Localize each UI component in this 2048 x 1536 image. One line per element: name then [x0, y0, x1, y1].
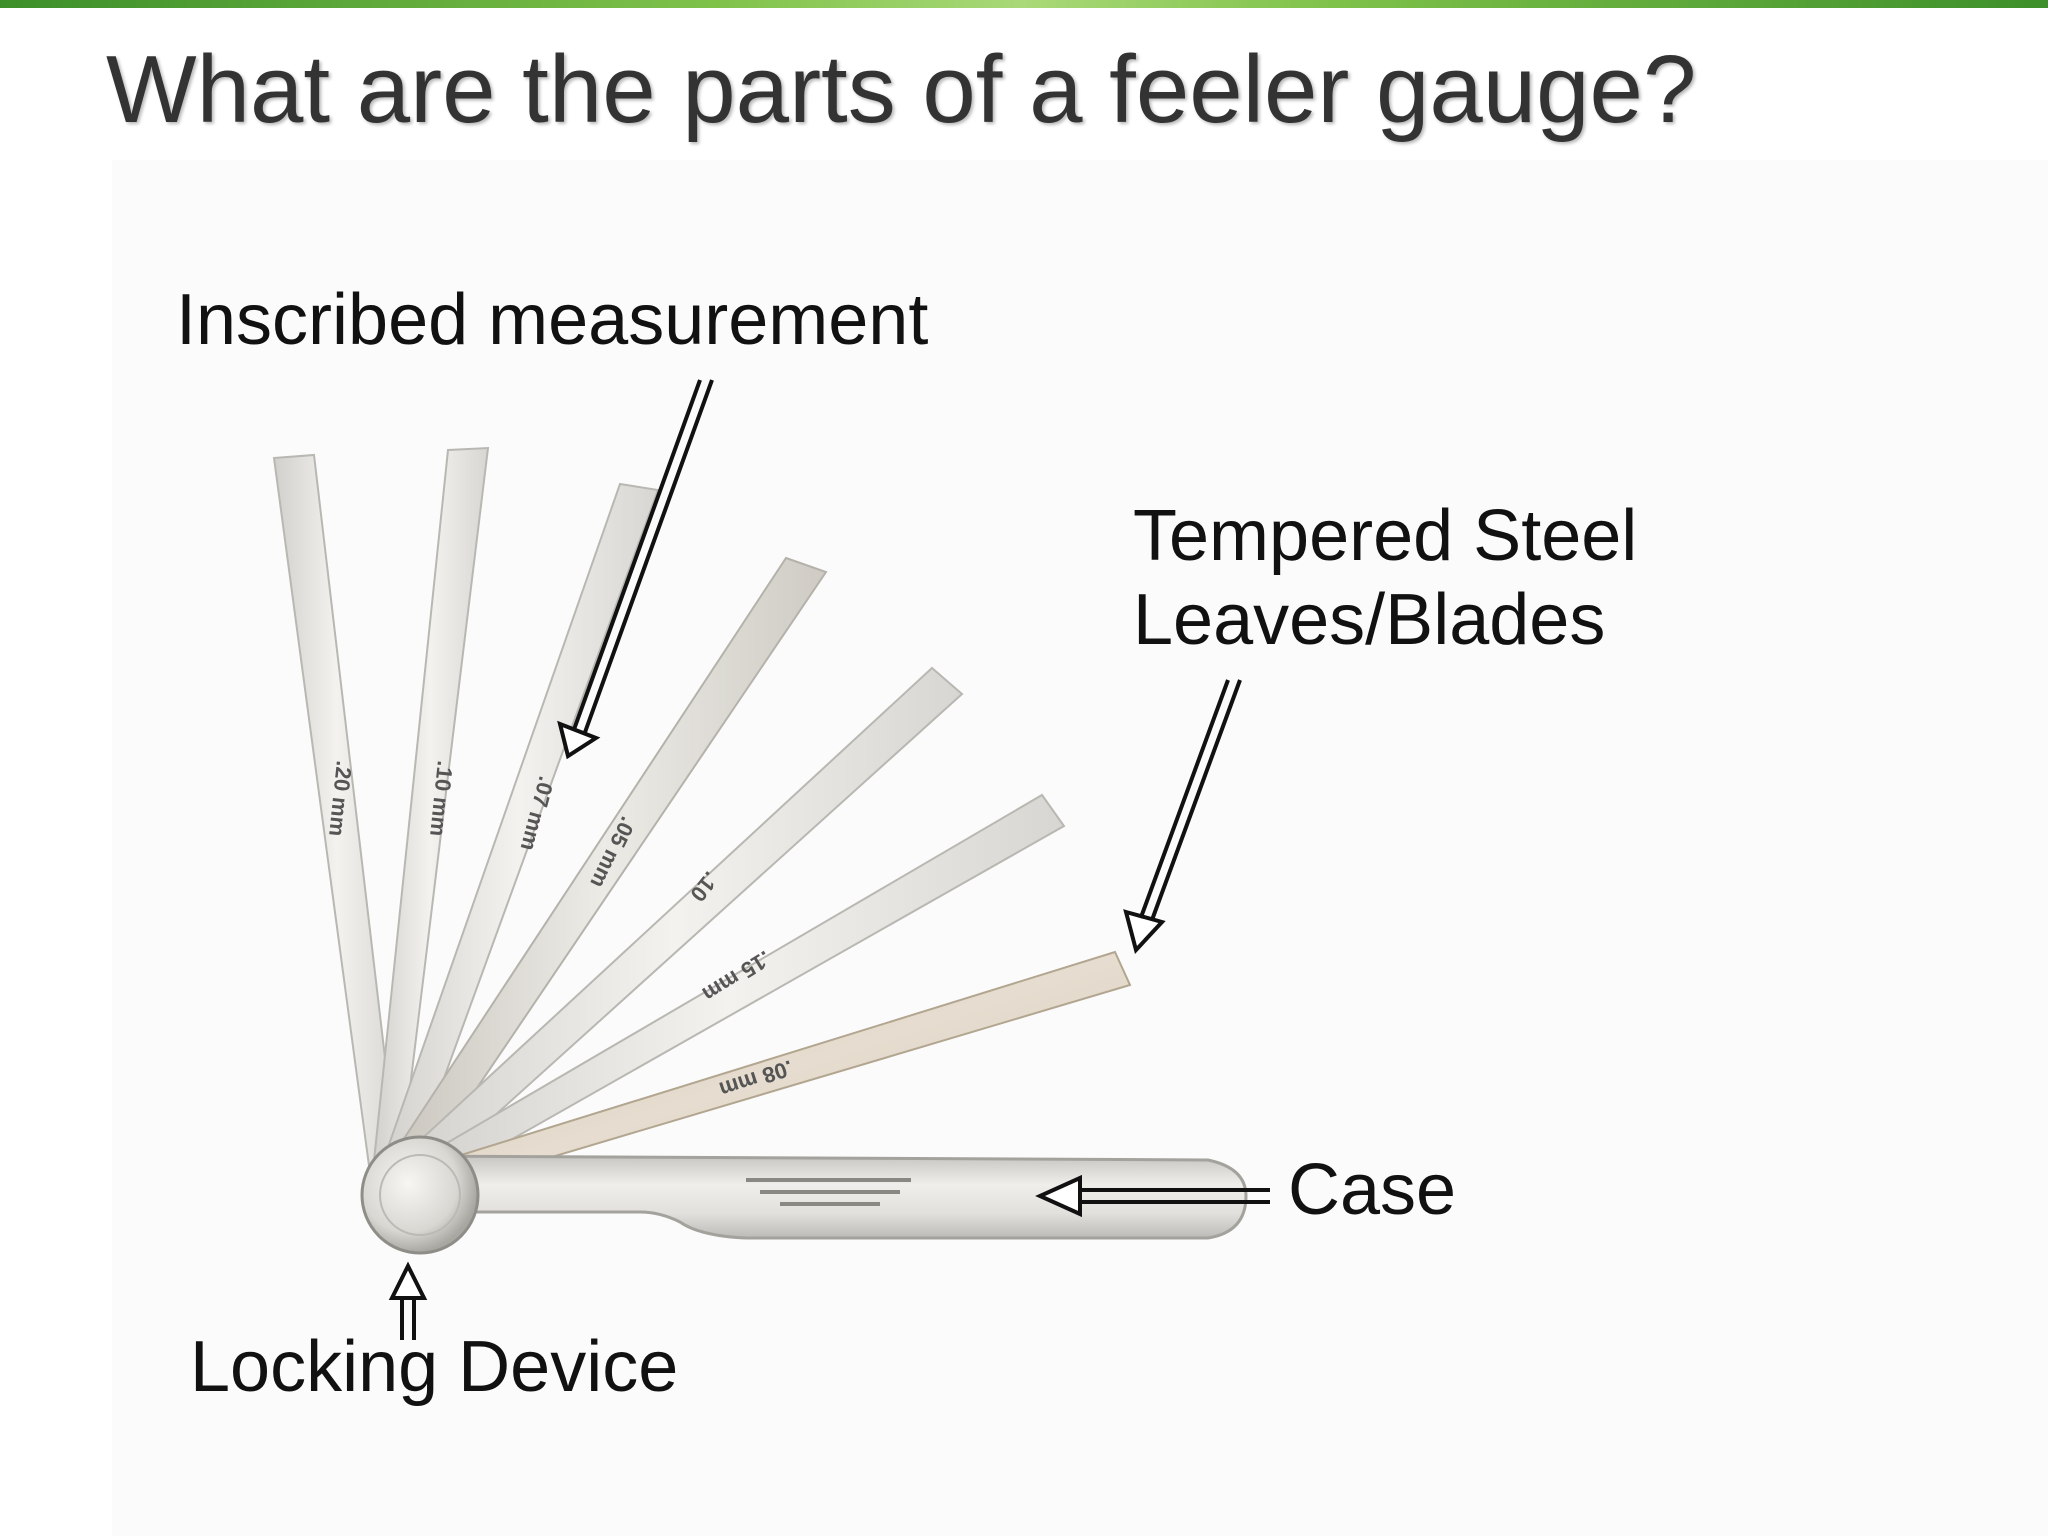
- label-tempered-steel-leaves: Tempered Steel Leaves/Blades: [1133, 494, 1637, 662]
- slide-title: What are the parts of a feeler gauge?: [106, 36, 1697, 143]
- case-engraving: [746, 1178, 911, 1206]
- label-case: Case: [1288, 1150, 1457, 1230]
- blade-5: .10: [386, 666, 964, 1194]
- arrow-tempered-steel: [1123, 679, 1242, 955]
- top-accent-bar: [0, 0, 2048, 8]
- arrow-inscribed-measurement: [557, 379, 714, 760]
- label-tempered-steel-line1: Tempered Steel: [1133, 496, 1638, 576]
- arrow-locking-device: [388, 1261, 428, 1340]
- arrow-case: [1035, 1174, 1270, 1218]
- label-locking-device: Locking Device: [190, 1327, 679, 1407]
- label-inscribed-measurement: Inscribed measurement: [176, 280, 929, 360]
- blade-1: .20 mm: [272, 453, 402, 1190]
- locking-device: [360, 1135, 480, 1255]
- gauge-case: [405, 1154, 1248, 1240]
- label-tempered-steel-line2: Leaves/Blades: [1133, 580, 1606, 660]
